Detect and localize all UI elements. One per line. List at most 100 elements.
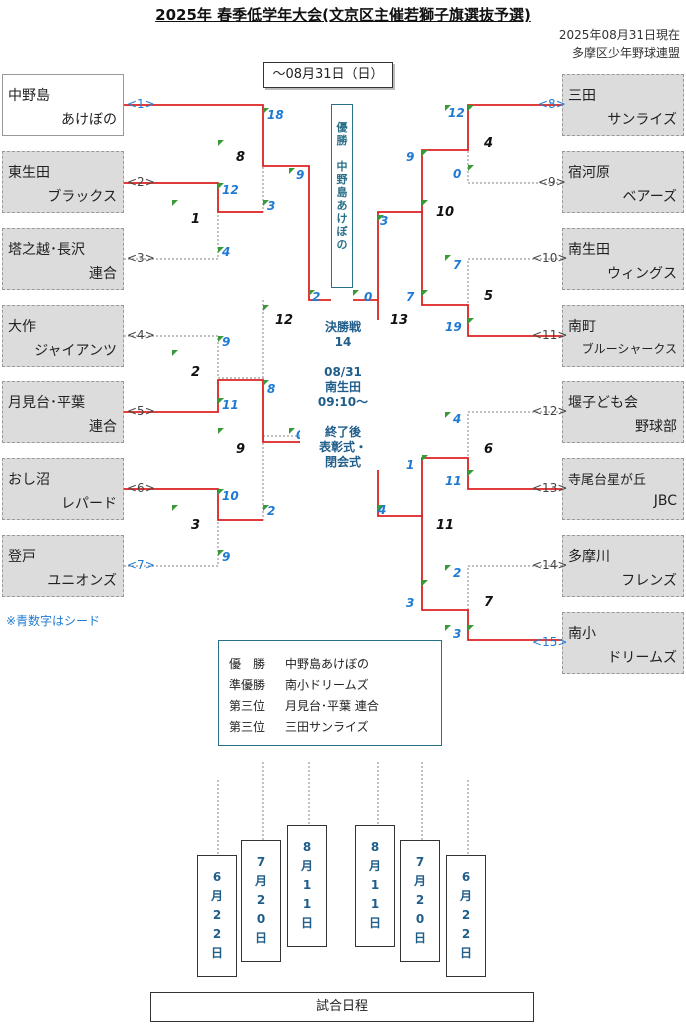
schedule-date-char: 日: [459, 946, 472, 960]
team-name: 多摩川: [568, 549, 610, 565]
champion-banner-char: 優: [336, 121, 348, 134]
score: 9: [406, 150, 415, 164]
team-box-12: 堰子ども会 野球部: [562, 381, 684, 443]
game-number: 2: [191, 365, 201, 380]
final-info-line: 14: [334, 335, 352, 349]
game-number: 7: [484, 595, 494, 610]
team-name-sub: あけぼの: [61, 112, 117, 128]
schedule-date-char: 月: [459, 889, 472, 903]
team-box-7: 登戸 ユニオンズ: [2, 535, 124, 597]
team-name: 東生田: [8, 165, 50, 181]
game-number: 3: [191, 518, 201, 533]
score: 18: [267, 108, 284, 122]
team-name: 三田: [568, 88, 596, 104]
team-box-1: 中野島 あけぼの: [2, 74, 124, 136]
team-name: 大作: [8, 319, 36, 335]
seed-label: <14>: [532, 558, 568, 572]
final-info-line: 表彰式・: [318, 440, 367, 454]
team-name: 堰子ども会: [568, 395, 638, 411]
seed-label: <15>: [532, 635, 568, 649]
schedule-date-char: 2: [212, 908, 222, 922]
seed-label: <2>: [127, 175, 155, 189]
seed-label: <12>: [532, 404, 568, 418]
seed-label: <9>: [538, 175, 566, 189]
team-name: おし沼: [8, 472, 50, 488]
seed-label: <3>: [127, 251, 155, 265]
team-name-sub: ドリームズ: [607, 650, 677, 666]
team-box-5: 月見台･平葉 連合: [2, 381, 124, 443]
champion-banner-char: 野: [336, 173, 348, 186]
result-row: 第三位三田サンライズ: [229, 720, 369, 734]
game-number: 9: [236, 442, 246, 457]
team-name-sub: ベアーズ: [622, 189, 677, 205]
final-info-line: 閉会式: [324, 455, 361, 469]
score: 9: [222, 550, 231, 564]
score: 9: [296, 168, 305, 182]
team-box-4: 大作 ジャイアンツ: [2, 305, 124, 367]
champion-banner-char: あ: [336, 199, 348, 212]
team-name-sub: ジャイアンツ: [34, 343, 117, 359]
header-info: 2025年08月31日現在 多摩区少年野球連盟: [559, 26, 680, 62]
score: 10: [222, 489, 239, 503]
champion-banner-char: ぼ: [336, 225, 348, 238]
schedule-date-char: 2: [461, 908, 471, 922]
team-name-sub: ウィングス: [607, 266, 677, 282]
final-info-line: [300, 350, 386, 365]
schedule-date-char: 8: [302, 840, 312, 854]
final-info-line: 南生田: [324, 380, 361, 394]
champion-banner-char: 中: [336, 160, 348, 173]
seed-label: <4>: [127, 328, 155, 342]
score: 1: [406, 458, 415, 472]
team-name-sub: サンライズ: [607, 112, 677, 128]
game-number: 1: [191, 212, 201, 227]
team-name-sub: 連合: [89, 419, 117, 435]
team-name: 月見台･平葉: [8, 395, 85, 411]
team-name: 寺尾台星が丘: [568, 473, 647, 488]
seed-label: <7>: [127, 558, 155, 572]
team-name: 南小: [568, 626, 596, 642]
score: 7: [406, 290, 415, 304]
team-name: 中野島: [8, 88, 50, 104]
seed-label: <11>: [532, 328, 568, 342]
team-box-14: 多摩川 フレンズ: [562, 535, 684, 597]
schedule-date-char: 1: [302, 897, 312, 911]
game-number: 12: [275, 313, 294, 328]
result-row: 優 勝中野島あけぼの: [229, 657, 370, 671]
seed-label: <10>: [532, 251, 568, 265]
score: 2: [267, 504, 276, 518]
game-number: 5: [484, 289, 494, 304]
team-name-sub: 野球部: [635, 419, 677, 435]
game-number: 4: [484, 136, 494, 151]
score: 0: [364, 290, 373, 304]
score: 4: [453, 412, 462, 426]
final-info-line: 09:10～: [317, 395, 369, 409]
seed-label: <5>: [127, 404, 155, 418]
game-number: 11: [436, 518, 455, 533]
team-name: 南生田: [568, 242, 610, 258]
final-info-line: 決勝戦: [324, 320, 361, 334]
team-name: 塔之越･長沢: [8, 242, 85, 258]
team-box-13: 寺尾台星が丘 JBC: [562, 458, 684, 520]
team-name: 宿河原: [568, 165, 610, 181]
schedule-date-char: 日: [413, 931, 426, 945]
score: 2: [312, 290, 321, 304]
champion-banner-char: [332, 147, 352, 160]
team-box-8: 三田 サンライズ: [562, 74, 684, 136]
score: 11: [445, 474, 462, 488]
schedule-date-char: 8: [370, 840, 380, 854]
page-title: 2025年 春季低学年大会(文京区主催若獅子旗選抜予選): [155, 6, 531, 24]
team-name-sub: ユニオンズ: [47, 573, 117, 589]
as-of-date: 2025年08月31日現在: [558, 28, 680, 42]
team-box-6: おし沼 レパード: [2, 458, 124, 520]
team-name-sub: フレンズ: [621, 573, 677, 589]
team-box-15: 南小 ドリームズ: [562, 612, 684, 674]
score: 4: [222, 245, 231, 259]
date-label: ～08月31日（日）: [263, 62, 393, 88]
score: 0: [453, 167, 462, 181]
score: 11: [222, 398, 239, 412]
game-number: 6: [484, 442, 494, 457]
